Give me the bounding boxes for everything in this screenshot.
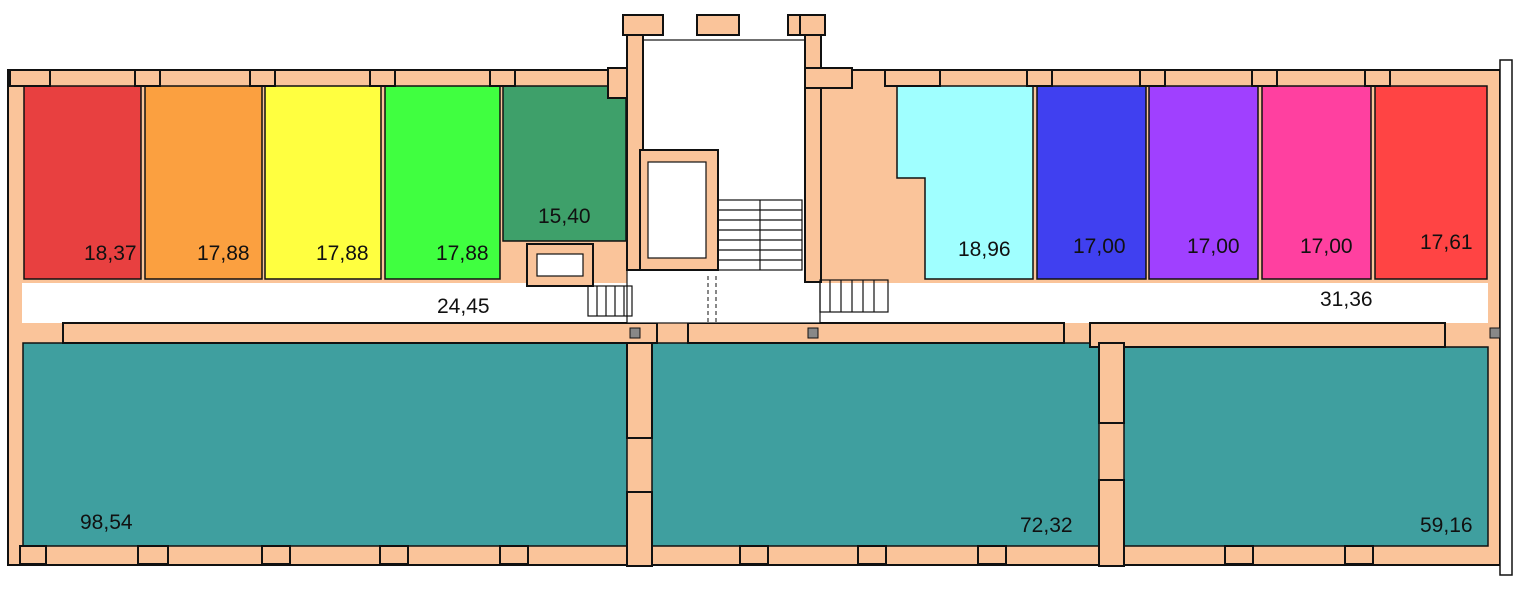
room-label: 59,16: [1420, 514, 1473, 537]
stair-center: [717, 199, 803, 271]
corridor-wall-left: [62, 322, 658, 344]
room-hall-center: [651, 342, 1100, 547]
column-mark: [629, 327, 641, 339]
room-label: 17,61: [1420, 231, 1473, 254]
hall-partition-1-lower: [626, 491, 653, 567]
window-piers-top: [9, 69, 1391, 87]
core-top-mid-right: [787, 14, 801, 36]
room-hall-right: [1123, 346, 1489, 547]
room-label: 17,00: [1187, 235, 1240, 258]
hall-partition-2-lower: [1098, 479, 1125, 567]
corridor-label: 31,36: [1320, 288, 1373, 311]
corridor-wall-right: [1089, 322, 1446, 348]
corridor-right: [820, 283, 1488, 323]
hall-partition-2-upper: [1098, 342, 1125, 424]
room-label: 98,54: [80, 511, 133, 534]
corridor-label: 24,45: [437, 295, 490, 318]
room-r1: [23, 85, 142, 280]
room-r8: [1148, 85, 1259, 280]
room-label: 17,00: [1300, 235, 1353, 258]
vent-opening: [536, 253, 584, 277]
room-r3: [264, 85, 382, 280]
room-r10: [1374, 85, 1488, 280]
column-mark: [807, 327, 819, 339]
room-label: 72,32: [1020, 514, 1073, 537]
room-r9: [1261, 85, 1372, 280]
room-r2: [144, 85, 263, 280]
room-r7: [1036, 85, 1147, 280]
right-facade: [1499, 59, 1513, 576]
room-r4: [384, 85, 501, 280]
room-label: 17,88: [316, 242, 369, 265]
window-piers-bottom: [19, 545, 1374, 565]
core-wall-right-vertical: [804, 19, 822, 283]
room-label: 18,96: [958, 238, 1011, 261]
column-mark: [1489, 327, 1501, 339]
room-label: 15,40: [538, 205, 591, 228]
corridor-wall-center: [687, 322, 1065, 344]
stair-right: [819, 279, 889, 313]
corridor-left: [22, 283, 627, 323]
room-label: 17,88: [197, 242, 250, 265]
room-label: 18,37: [84, 242, 137, 265]
hall-partition-1-upper: [626, 342, 653, 439]
core-top-left: [622, 14, 664, 36]
core-top-mid-left: [696, 14, 740, 36]
stair-left: [587, 285, 633, 317]
room-label: 17,00: [1073, 235, 1126, 258]
lift-shaft: [647, 161, 707, 259]
room-hall-left: [22, 342, 628, 547]
core-wall-right-cap: [804, 67, 853, 89]
room-label: 17,88: [436, 242, 489, 265]
room-r5: [502, 85, 627, 242]
